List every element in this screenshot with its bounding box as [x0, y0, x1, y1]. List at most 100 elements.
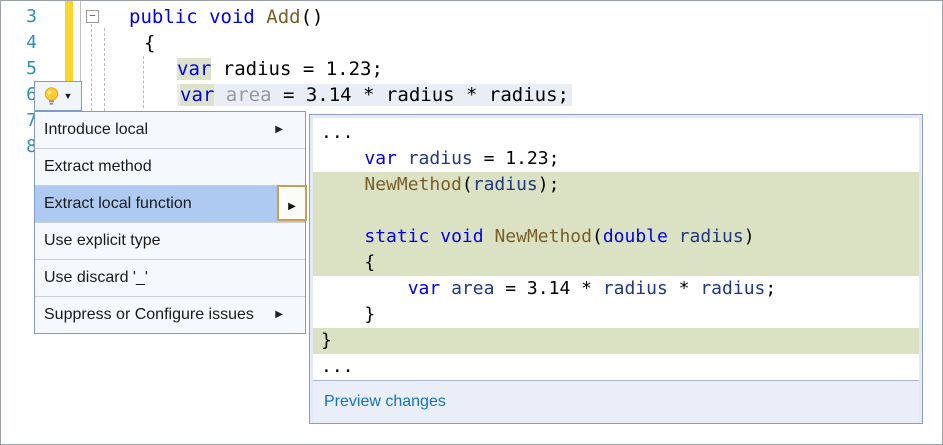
code-token: radius	[602, 278, 668, 299]
menu-item-extract-local-function[interactable]: Extract local function ▶	[35, 185, 307, 222]
code-token: radius	[407, 148, 473, 169]
code-token: var	[180, 84, 215, 106]
code-token: = 3.14 * radius * radius;	[271, 84, 569, 106]
preview-code-area: ... var radius = 1.23; NewMethod(radius)…	[313, 118, 919, 380]
menu-item-label: Extract method	[44, 158, 152, 175]
lightbulb-icon	[44, 86, 58, 105]
highlighted-statement: var area = 3.14 * radius * radius;	[177, 84, 572, 106]
preview-footer: Preview changes	[313, 380, 919, 422]
code-token: NewMethod	[494, 226, 592, 247]
code-token: }	[321, 304, 376, 325]
menu-item-use-discard[interactable]: Use discard '_'	[35, 260, 305, 296]
preview-added-line: NewMethod(radius);	[313, 172, 919, 198]
preview-line: ...	[313, 120, 919, 146]
menu-item-label: Use discard '_'	[44, 269, 148, 286]
code-token: *	[667, 278, 701, 299]
submenu-arrow-button[interactable]: ▶	[277, 185, 307, 221]
line-number: 4	[26, 32, 37, 53]
code-line[interactable]: var radius = 1.23;	[177, 56, 383, 82]
code-token: (	[461, 174, 473, 195]
code-token: void	[440, 226, 484, 247]
code-token	[214, 84, 225, 106]
lightbulb-dropdown-caret[interactable]: ▼	[63, 91, 73, 101]
preview-added-line: {	[313, 250, 919, 276]
code-token: var	[177, 58, 212, 80]
code-token	[321, 148, 364, 169]
code-token: Add	[266, 6, 301, 28]
preview-line: ...	[313, 354, 919, 380]
submenu-arrow-icon: ▶	[275, 309, 283, 320]
preview-added-line	[313, 198, 919, 224]
code-token	[429, 226, 440, 247]
code-token	[440, 278, 451, 299]
refactor-preview-popup: ... var radius = 1.23; NewMethod(radius)…	[309, 114, 923, 424]
code-token: area	[225, 84, 272, 106]
menu-item-label: Extract local function	[44, 195, 192, 212]
line-number: 6	[26, 84, 37, 105]
code-token: NewMethod	[364, 174, 462, 195]
menu-item-label: Use explicit type	[44, 232, 161, 249]
code-token	[668, 226, 679, 247]
menu-item-label: Suppress or Configure issues	[44, 306, 254, 323]
collapse-region-toggle[interactable]: −	[86, 10, 99, 23]
code-token: {	[144, 32, 156, 54]
menu-separator	[35, 222, 305, 223]
code-token: = 1.23;	[472, 148, 560, 169]
submenu-arrow-icon: ▶	[275, 124, 283, 135]
code-token: }	[321, 330, 332, 351]
menu-item-use-explicit-type[interactable]: Use explicit type	[35, 223, 305, 259]
menu-item-label: Introduce local	[44, 121, 149, 138]
code-token: ;	[765, 278, 777, 299]
line-number: 3	[26, 6, 37, 27]
line-number: 8	[26, 136, 37, 157]
code-line[interactable]: var area = 3.14 * radius * radius;	[177, 82, 572, 108]
code-token: var	[364, 148, 397, 169]
fold-guide-line	[91, 24, 93, 111]
line-number: 7	[26, 110, 37, 131]
code-token: public void	[129, 6, 267, 28]
code-token	[484, 226, 495, 247]
code-token: radius = 1.23;	[211, 58, 383, 80]
code-token: ()	[300, 6, 324, 28]
code-token: radius	[700, 278, 766, 299]
code-token: ...	[321, 122, 354, 143]
menu-item-extract-method[interactable]: Extract method	[35, 149, 305, 185]
code-token	[321, 278, 408, 299]
indent-guide-line	[143, 56, 145, 108]
code-token: radius	[678, 226, 744, 247]
indent-guide-line	[104, 28, 106, 111]
quick-actions-lightbulb-button[interactable]: ▼	[34, 81, 82, 111]
code-token: );	[537, 174, 560, 195]
menu-item-introduce-local[interactable]: Introduce local ▶	[35, 112, 305, 148]
preview-line: var area = 3.14 * radius * radius;	[313, 276, 919, 302]
code-token	[321, 174, 364, 195]
preview-changes-link[interactable]: Preview changes	[324, 393, 446, 410]
menu-separator	[35, 296, 305, 297]
menu-separator	[35, 148, 305, 149]
changed-lines-margin	[65, 1, 73, 111]
menu-separator	[35, 185, 305, 186]
preview-added-line: }	[313, 328, 919, 354]
code-line[interactable]: {	[144, 30, 155, 56]
code-token: )	[743, 226, 755, 247]
code-token: double	[602, 226, 668, 247]
code-token: radius	[472, 174, 538, 195]
code-token: area	[451, 278, 495, 299]
code-token	[397, 148, 408, 169]
menu-separator	[35, 259, 305, 260]
menu-item-suppress-or-configure-issues[interactable]: Suppress or Configure issues ▶	[35, 297, 305, 333]
line-number: 5	[26, 58, 37, 79]
outline-margin-divider	[80, 1, 81, 111]
preview-line: }	[313, 302, 919, 328]
code-token	[321, 226, 364, 247]
code-line[interactable]: public void Add()	[129, 4, 324, 30]
preview-line: var radius = 1.23;	[313, 146, 919, 172]
code-token: = 3.14 *	[494, 278, 603, 299]
code-token: {	[321, 252, 376, 273]
code-token: static	[364, 226, 430, 247]
code-token: var	[407, 278, 441, 299]
code-token: ...	[321, 356, 354, 377]
submenu-arrow-icon: ▶	[288, 201, 296, 212]
